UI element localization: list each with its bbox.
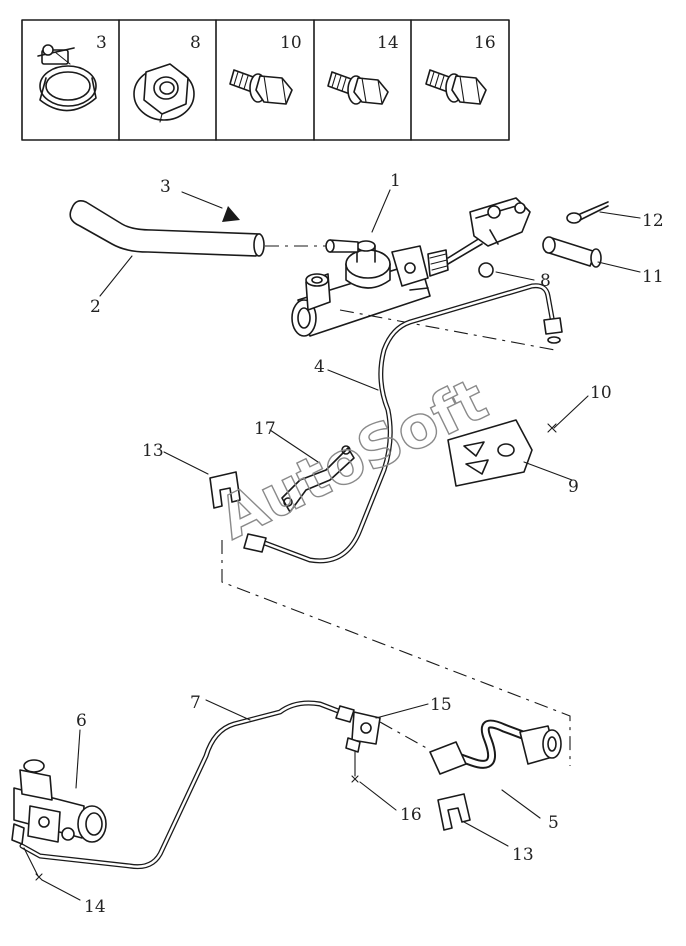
- hose-bracket-15: [345, 711, 381, 753]
- hardware-number: 3: [96, 33, 107, 53]
- callout-1: 1: [390, 171, 401, 191]
- clutch-pipe-lower: [19, 700, 355, 870]
- clevis-pin: [542, 236, 602, 268]
- hardware-table-frame: [21, 19, 510, 141]
- callout-13b: 13: [512, 845, 534, 865]
- hardware-cell-8: 8: [133, 33, 201, 123]
- cotter-pin: [566, 201, 609, 224]
- callout-4: 4: [314, 357, 325, 377]
- flange-bolt-icon: [425, 69, 487, 105]
- hardware-number: 14: [377, 33, 399, 53]
- callout-16: 16: [400, 805, 422, 825]
- flexible-hose: [429, 719, 562, 775]
- hardware-cell-16: 16: [425, 33, 496, 105]
- hardware-number: 8: [190, 33, 201, 53]
- pipe-clip-lower: [437, 793, 471, 831]
- callout-3: 3: [160, 177, 171, 197]
- callout-7: 7: [190, 693, 201, 713]
- hardware-table: 3 8 10: [21, 19, 510, 141]
- callout-6: 6: [76, 711, 87, 731]
- clutch-pipe-upper: [243, 283, 563, 564]
- clutch-slave-cylinder: [11, 759, 107, 845]
- hardware-cell-3: 3: [37, 33, 107, 112]
- flange-bolt-icon: [327, 71, 389, 105]
- callout-8: 8: [540, 271, 551, 291]
- callout-14: 14: [84, 897, 106, 917]
- callout-5: 5: [548, 813, 559, 833]
- callout-11: 11: [642, 267, 664, 287]
- callout-numbers: 1 2 3 4 5 6 7 8 9 10 11 12 13 13 14 15 1…: [76, 171, 664, 917]
- pipe-bracket-17: [281, 445, 355, 513]
- callout-2: 2: [90, 297, 101, 317]
- hardware-cell-14: 14: [327, 33, 399, 105]
- callout-12: 12: [642, 211, 664, 231]
- flange-bolt-icon: [229, 69, 293, 105]
- mounting-bracket-plate: [447, 419, 533, 487]
- arrow-marker: [222, 206, 240, 222]
- callout-10: 10: [590, 383, 612, 403]
- bolt-markers: [35, 423, 557, 881]
- flange-nut-icon: [133, 63, 195, 123]
- hardware-number: 10: [280, 33, 302, 53]
- callout-15: 15: [430, 695, 452, 715]
- callout-13a: 13: [142, 441, 164, 461]
- hardware-cell-10: 10: [229, 33, 302, 105]
- flange-nut: [478, 262, 494, 278]
- clutch-master-cylinder: [291, 197, 531, 337]
- leader-lines: [41, 189, 641, 901]
- hardware-number: 16: [474, 33, 496, 53]
- pipe-clip-upper: [209, 471, 241, 509]
- reservoir-hose: [69, 200, 265, 257]
- callout-9: 9: [568, 477, 579, 497]
- callout-17: 17: [254, 419, 276, 439]
- hose-clamp-icon: [37, 44, 97, 112]
